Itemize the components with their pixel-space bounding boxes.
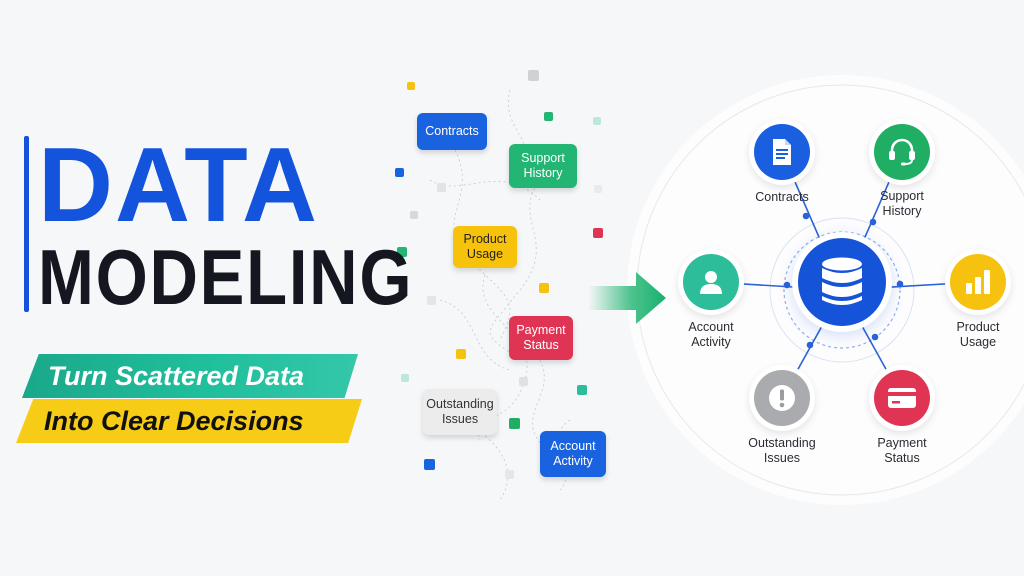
tagline-1-text: Turn Scattered Data xyxy=(48,360,305,391)
hub-label-contracts: Contracts xyxy=(755,190,809,204)
credit-card-icon xyxy=(888,388,916,408)
headset-icon xyxy=(889,138,915,166)
scatter-chip-payment-status: Payment Status xyxy=(509,316,573,360)
hub-node-outstanding-issues xyxy=(754,370,810,426)
scatter-dot xyxy=(519,377,528,386)
right-arrow-icon xyxy=(588,272,666,324)
title-line-1: DATA xyxy=(38,126,319,244)
scatter-dot xyxy=(593,117,601,125)
document-icon xyxy=(773,139,791,165)
hub-label-account-activity: Account Activity xyxy=(688,320,734,349)
database-icon xyxy=(822,257,862,305)
hub-label-support-history: Support History xyxy=(880,189,924,218)
user-icon xyxy=(700,271,722,294)
scatter-dot xyxy=(539,283,549,293)
scatter-dot xyxy=(505,470,514,479)
scatter-dot xyxy=(577,385,587,395)
bar-chart-icon xyxy=(966,270,990,294)
scatter-dot xyxy=(456,349,466,359)
hub-node-account-activity xyxy=(683,254,739,310)
scatter-dot xyxy=(594,185,602,193)
scatter-dot xyxy=(437,183,446,192)
alert-icon xyxy=(769,385,795,411)
tagline-banner-1: Turn Scattered Data xyxy=(22,354,358,398)
hub-center-node xyxy=(798,238,886,326)
scatter-chip-account-activity: Account Activity xyxy=(540,431,606,477)
hub-label-outstanding-issues: Outstanding Issues xyxy=(748,436,816,465)
title-line-2: MODELING xyxy=(38,233,414,321)
hub-label-payment-status: Payment Status xyxy=(877,436,927,465)
scatter-dot xyxy=(544,112,553,121)
scatter-dot xyxy=(593,228,603,238)
hub-node-contracts xyxy=(754,124,810,180)
title-accent-bar xyxy=(24,136,29,312)
scatter-dot xyxy=(528,70,539,81)
scatter-chip-contracts: Contracts xyxy=(417,113,487,150)
scatter-dot xyxy=(397,247,407,257)
hub-node-support-history xyxy=(874,124,930,180)
hub-label-product-usage: Product Usage xyxy=(956,320,1000,349)
hub-node-product-usage xyxy=(950,254,1006,310)
tagline-banner-2: Into Clear Decisions xyxy=(16,399,362,443)
scatter-dot xyxy=(424,459,435,470)
scatter-dot xyxy=(410,211,418,219)
tagline-2-text: Into Clear Decisions xyxy=(44,405,304,436)
scatter-chip-outstanding-issues: Outstanding Issues xyxy=(423,389,497,435)
scatter-dot xyxy=(407,82,415,90)
hub-node-payment-status xyxy=(874,370,930,426)
scatter-chip-support-history: Support History xyxy=(509,144,577,188)
scatter-dot xyxy=(395,168,404,177)
scatter-dot xyxy=(401,374,409,382)
scatter-chip-product-usage: Product Usage xyxy=(453,226,517,268)
scatter-dot xyxy=(427,296,436,305)
scatter-dot xyxy=(509,418,520,429)
